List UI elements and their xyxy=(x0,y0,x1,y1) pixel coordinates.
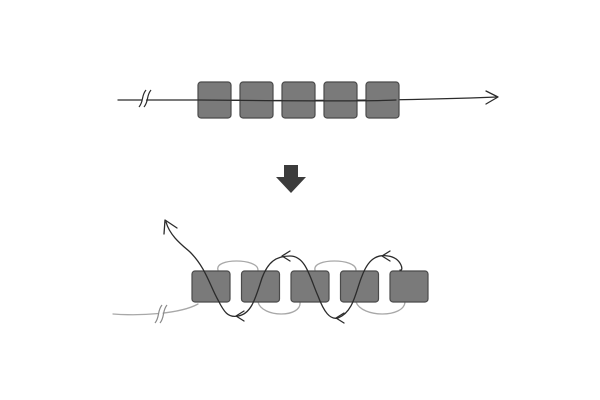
after-bead-5 xyxy=(389,270,429,303)
after-thread-arrowhead-3 xyxy=(335,312,345,324)
step-arrow-down-icon xyxy=(276,165,306,193)
before-bead-3 xyxy=(281,81,316,119)
after-bead-4 xyxy=(339,270,380,303)
after-bead-3 xyxy=(290,270,330,303)
before-stage xyxy=(117,81,499,119)
thread-break-mark-top xyxy=(138,88,152,108)
after-thread-weave xyxy=(165,221,403,319)
after-thread-arrowhead-1 xyxy=(235,310,245,322)
after-thread-arrowhead-4 xyxy=(381,250,391,262)
after-thread-arrowhead-start xyxy=(163,219,178,235)
before-thread-overlay xyxy=(197,99,397,102)
after-stage xyxy=(112,219,429,324)
after-thread-arrowhead-2 xyxy=(281,250,291,262)
after-bead-2 xyxy=(240,270,281,303)
before-bead-4 xyxy=(323,81,358,119)
thread-break-mark-bottom xyxy=(154,303,168,324)
before-thread-arrowhead xyxy=(485,90,499,105)
